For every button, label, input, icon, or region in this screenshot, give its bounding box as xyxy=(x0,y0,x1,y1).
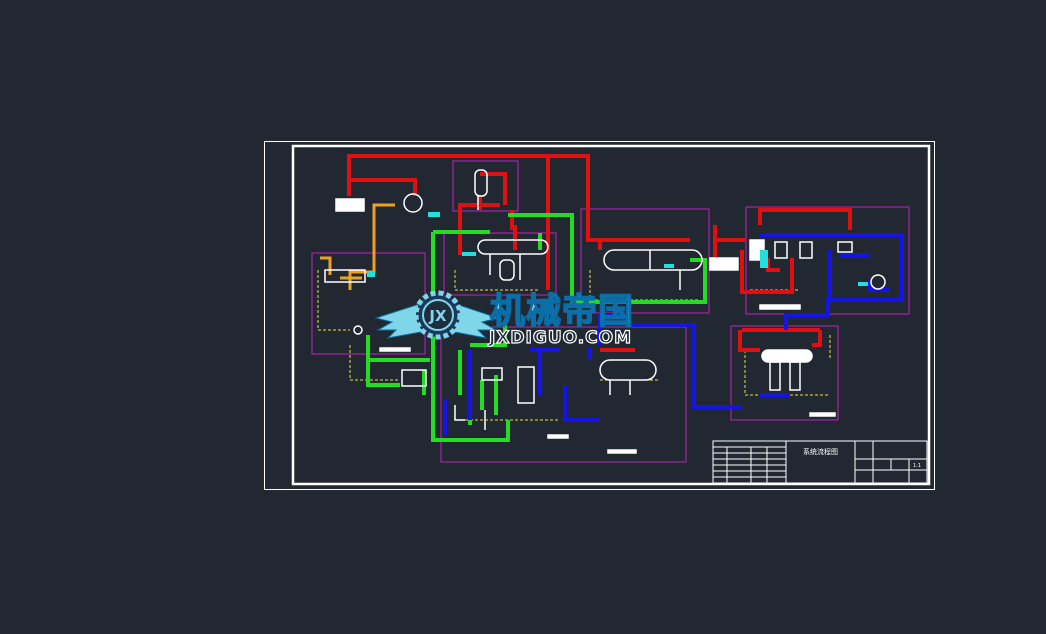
equipment-symbols xyxy=(324,169,886,454)
equipment-vessel-lower-right xyxy=(761,349,813,363)
equipment-compressor xyxy=(335,198,365,212)
watermark-logo-letters: JX xyxy=(428,307,447,325)
equipment-tank-left xyxy=(401,369,427,387)
equipment-pump-top xyxy=(403,193,423,213)
boundary-top-left-unit xyxy=(452,160,519,212)
watermark: JX 机械帝国 JXDIGUO.COM xyxy=(374,290,634,349)
sheet-outer-border xyxy=(264,141,935,490)
title-block-scale: 1:1 xyxy=(913,463,921,469)
boundary-right-unit xyxy=(745,206,910,315)
equipment-vessel-center xyxy=(477,239,549,255)
equipment-column xyxy=(517,366,535,404)
equipment-receiver-tank xyxy=(599,359,657,381)
pipes-blue xyxy=(443,233,904,435)
boundary-center-right-unit xyxy=(580,208,710,314)
watermark-url: JXDIGUO.COM xyxy=(488,328,632,348)
boundary-lower-center-unit xyxy=(440,326,687,463)
pipes-orange xyxy=(320,203,395,290)
sheet-inner-frame xyxy=(291,144,931,486)
title-block xyxy=(712,440,928,484)
watermark-title: 机械帝国 xyxy=(490,292,634,332)
instrument-accents xyxy=(367,212,868,286)
equipment-heat-exchanger xyxy=(603,249,703,271)
boundary-center-unit xyxy=(443,232,557,296)
title-block-drawing-name: 系统流程图 xyxy=(803,447,838,456)
